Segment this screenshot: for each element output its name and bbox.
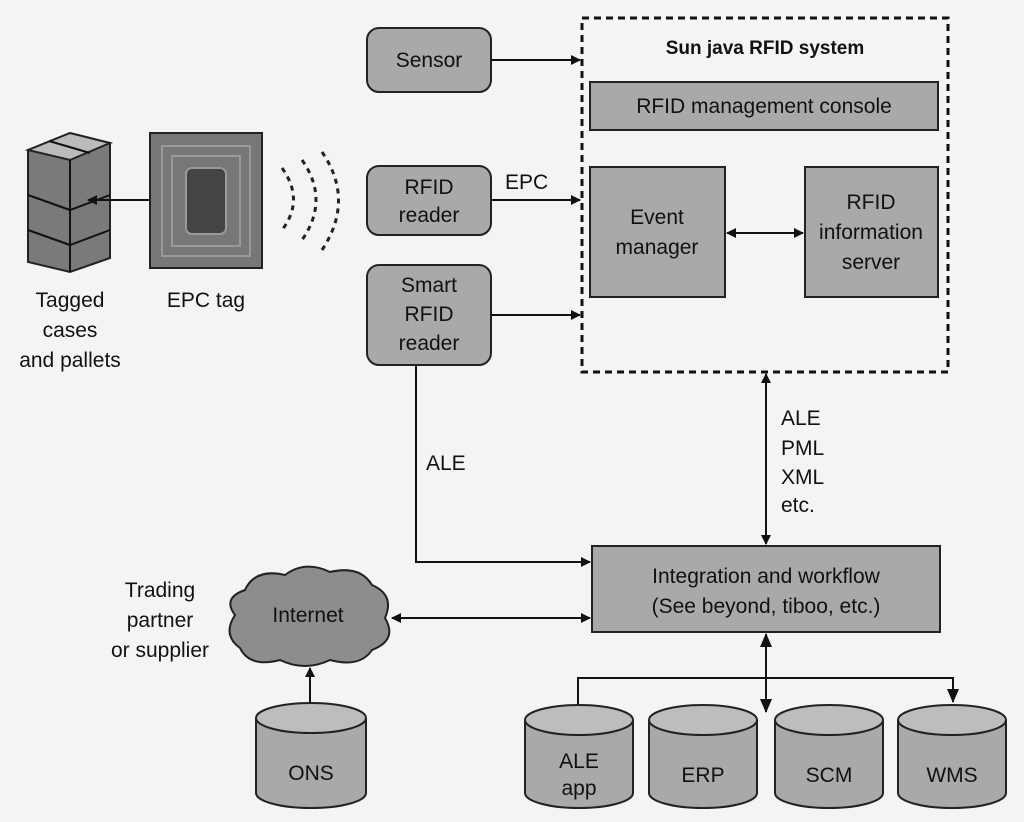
wms-label: WMS <box>926 764 977 787</box>
info-server-label-3: server <box>842 251 900 274</box>
wms-database-icon <box>897 704 1007 809</box>
tagged-cases-icon <box>24 131 114 274</box>
internet-cloud-icon <box>228 565 391 667</box>
scm-label: SCM <box>806 764 853 787</box>
ons-database-icon <box>255 702 367 809</box>
partner-label-2: partner <box>127 609 194 632</box>
ale-app-label-2: app <box>561 777 596 800</box>
integration-label-1: Integration and workflow <box>652 565 880 588</box>
info-server-label-1: RFID <box>847 191 896 214</box>
ale-app-database-icon <box>524 704 634 809</box>
radio-waves-icon <box>280 151 340 251</box>
integration-label-2: (See beyond, tiboo, etc.) <box>652 595 881 618</box>
ale-path-label: ALE <box>426 452 466 475</box>
event-manager-label-2: manager <box>616 236 699 259</box>
smart-reader-label-3: reader <box>399 332 460 355</box>
sensor-label: Sensor <box>396 49 463 72</box>
epc-arrow-label: EPC <box>505 171 548 194</box>
tagged-label-3: and pallets <box>19 349 121 372</box>
tagged-label-1: Tagged <box>36 289 105 312</box>
smart-reader-label-1: Smart <box>401 274 457 297</box>
system-title: Sun java RFID system <box>666 38 865 59</box>
scm-database-icon <box>774 704 884 809</box>
internet-label: Internet <box>272 604 343 627</box>
integration-box <box>591 545 941 633</box>
ons-label: ONS <box>288 762 334 785</box>
erp-database-icon <box>648 704 758 809</box>
epc-tag-icon <box>149 132 263 269</box>
rfid-reader-label-2: reader <box>399 204 460 227</box>
erp-label: ERP <box>681 764 724 787</box>
partner-label-3: or supplier <box>111 639 209 662</box>
rfid-system-boundary <box>580 16 950 374</box>
event-manager-label-1: Event <box>630 206 684 229</box>
partner-label-1: Trading <box>125 579 195 602</box>
event-manager-box <box>589 166 726 298</box>
protocol-xml: XML <box>781 466 824 489</box>
protocol-etc: etc. <box>781 494 815 517</box>
protocol-pml: PML <box>781 437 824 460</box>
info-server-label-2: information <box>819 221 923 244</box>
ale-path-arrow <box>415 365 591 567</box>
ale-app-label-1: ALE <box>559 750 599 773</box>
rfid-reader-label-1: RFID <box>405 176 454 199</box>
db-bus-line <box>577 677 959 704</box>
smart-reader-label-2: RFID <box>405 303 454 326</box>
info-server-box <box>804 166 939 298</box>
epc-tag-label: EPC tag <box>167 289 245 312</box>
tagged-label-2: cases <box>43 319 98 342</box>
management-console-box <box>589 81 939 131</box>
protocol-ale: ALE <box>781 407 821 430</box>
console-label: RFID management console <box>636 95 892 118</box>
